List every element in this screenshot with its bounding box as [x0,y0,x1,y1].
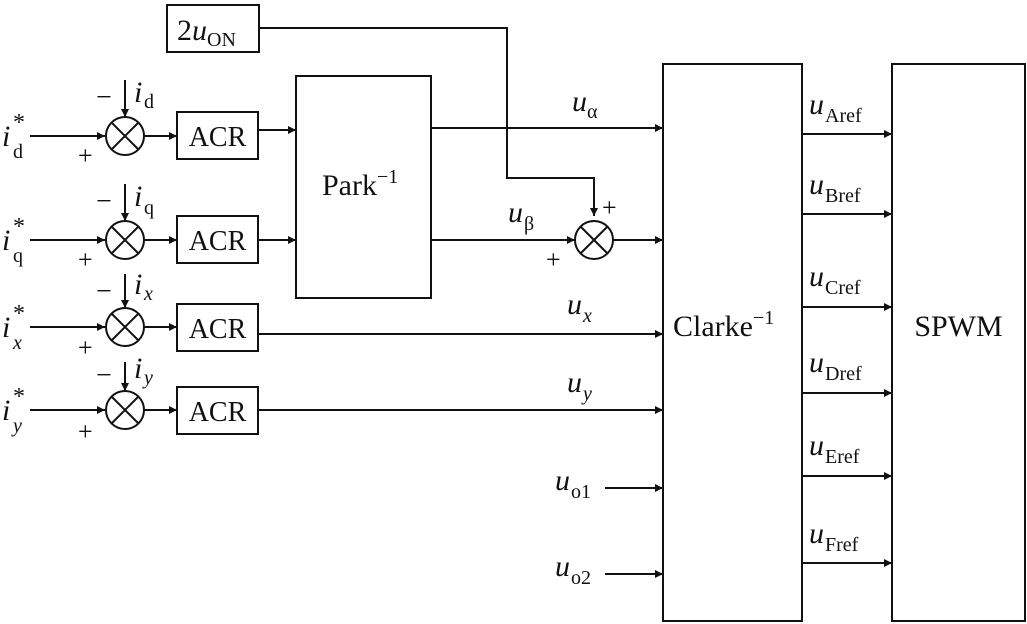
sum-cross-x [111,313,139,341]
clarke-inverse-label: Clarke−1 [673,307,774,343]
acr-q-block [176,215,259,264]
sum-cross-d [111,122,139,150]
fb-y-label: iy [134,352,153,389]
on-voltage-label: 2uON [177,14,236,51]
uy-label: uy [567,366,592,405]
ueref-label: uEref [809,429,860,468]
fb-d-sign: − [96,82,112,113]
ref-d-sign: + [78,141,93,170]
acr-y-label: ACR [189,397,247,428]
ubeta-plus-sign: + [546,245,561,274]
ref-x-sign: + [78,333,93,362]
ubeta-label: uβ [508,196,534,235]
on-voltage-block [166,4,260,53]
spwm-block [891,63,1026,622]
uo1-label: uo1 [555,464,591,503]
fb-q-sign: − [96,186,112,217]
acr-x-block [176,303,259,352]
ref-y-sign: + [78,417,93,446]
sum-cross-q [111,226,139,254]
uaref-label: uAref [809,88,862,127]
acr-x-label: ACR [189,314,247,345]
sum-cross-beta [580,226,608,254]
ux-label: ux [567,288,592,327]
ucref-label: uCref [809,260,861,299]
clarke-inverse-block [662,63,803,622]
fb-x-label: ix [134,268,153,305]
fb-y-sign: − [96,360,112,391]
udref-label: uDref [809,346,862,385]
spwm-label: SPWM [914,310,1002,343]
ufref-label: uFref [809,517,859,556]
ubref-label: uBref [809,168,861,207]
acr-d-block [176,111,259,160]
fb-d-label: id [134,76,154,113]
acr-d-label: ACR [189,122,247,153]
park-inverse-label: Park−1 [322,166,398,202]
ref-q-sign: + [78,245,93,274]
on-voltage-line [259,27,598,216]
fb-q-label: iq [134,180,154,219]
on-plus-sign: + [602,193,617,222]
acr-q-label: ACR [189,226,247,257]
park-inverse-block [295,75,432,299]
uo2-label: uo2 [555,550,591,589]
sum-cross-y [111,396,139,424]
fb-x-sign: − [96,276,112,307]
ualpha-label: uα [572,85,598,123]
